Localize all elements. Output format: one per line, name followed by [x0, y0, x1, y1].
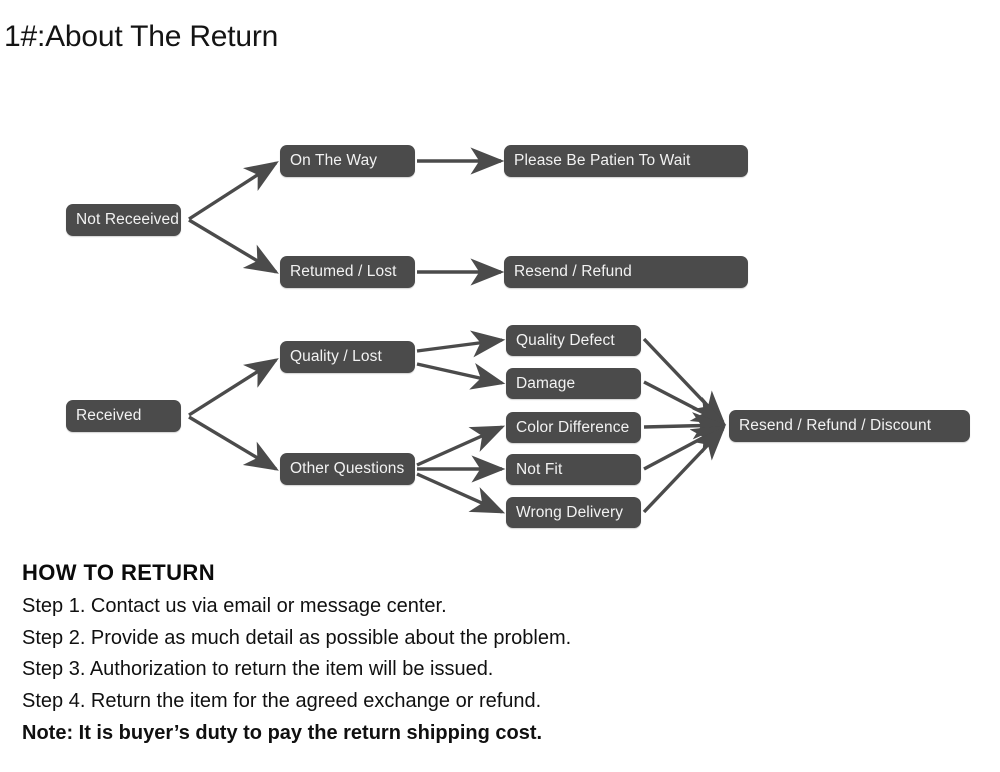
node-resend-refund-discount[interactable]: Resend / Refund / Discount	[729, 410, 970, 442]
arrow-quality-lost-to-quality-defect	[416, 330, 506, 358]
node-color-difference[interactable]: Color Difference	[506, 412, 641, 443]
node-not-fit[interactable]: Not Fit	[506, 454, 641, 485]
arrow-received-to-other-questions	[188, 415, 279, 471]
arrow-damage-to-result	[643, 380, 727, 425]
node-please-be-patien-to-wait[interactable]: Please Be Patien To Wait	[504, 145, 748, 177]
node-other-questions[interactable]: Other Questions	[280, 453, 415, 485]
arrow-not-fit-to-result	[643, 425, 727, 471]
how-to-return-heading: HOW TO RETURN	[22, 560, 216, 585]
how-to-return-note: Note: It is buyer’s duty to pay the retu…	[22, 721, 543, 744]
how-to-return-section: HOW TO RETURN Step 1. Contact us via ema…	[22, 560, 742, 749]
arrow-not-received-to-on-the-way	[188, 161, 279, 221]
node-returned-lost[interactable]: Retumed / Lost	[280, 256, 415, 288]
arrow-quality-lost-to-damage	[416, 362, 506, 390]
node-quality-lost[interactable]: Quality / Lost	[280, 341, 415, 373]
how-to-return-step-1: Step 1. Contact us via email or message …	[22, 595, 447, 618]
how-to-return-step-3: Step 3. Authorization to return the item…	[22, 658, 494, 681]
node-not-received[interactable]: Not Receeived	[66, 204, 181, 236]
arrow-received-to-quality-lost	[188, 358, 279, 417]
node-quality-defect[interactable]: Quality Defect	[506, 325, 641, 356]
how-to-return-step-4: Step 4. Return the item for the agreed e…	[22, 690, 542, 713]
arrow-not-received-to-returned-lost	[188, 218, 279, 274]
arrow-wrong-delivery-to-result	[642, 426, 726, 514]
arrow-color-difference-to-result	[643, 412, 727, 440]
node-resend-refund[interactable]: Resend / Refund	[504, 256, 748, 288]
arrow-other-questions-to-color-difference	[416, 425, 506, 467]
node-wrong-delivery[interactable]: Wrong Delivery	[506, 497, 641, 528]
page-title: 1#:About The Return	[4, 20, 279, 53]
node-on-the-way[interactable]: On The Way	[280, 145, 415, 177]
node-damage[interactable]: Damage	[506, 368, 641, 399]
how-to-return-step-2: Step 2. Provide as much detail as possib…	[22, 626, 572, 649]
arrow-other-questions-to-wrong-delivery	[416, 472, 506, 514]
arrow-quality-defect-to-result	[642, 337, 726, 425]
node-received[interactable]: Received	[66, 400, 181, 432]
